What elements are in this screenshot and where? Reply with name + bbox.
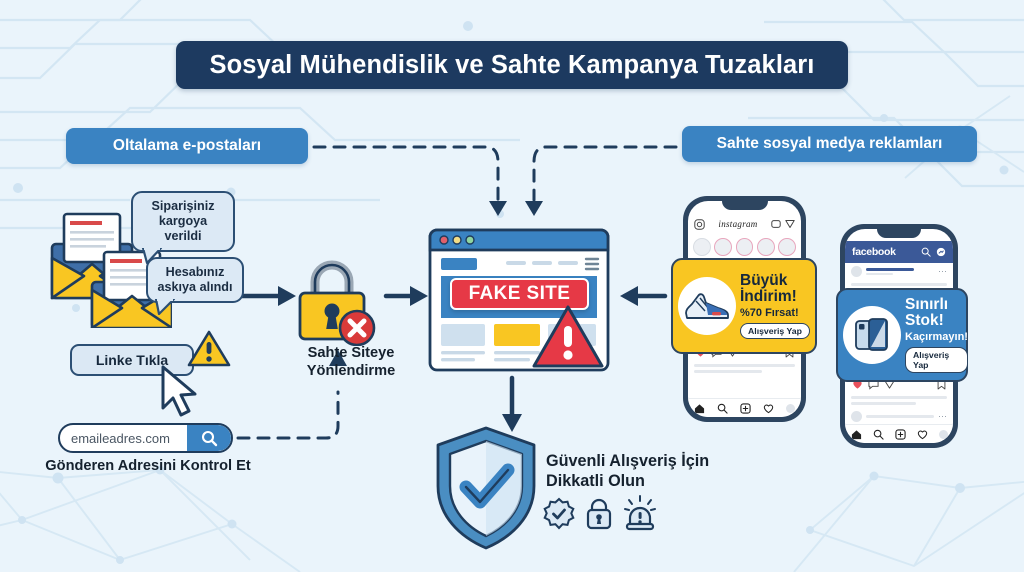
heart-icon[interactable] (763, 403, 774, 414)
story-item[interactable] (735, 238, 754, 256)
profile-avatar[interactable] (938, 429, 948, 439)
search-icon[interactable] (717, 403, 728, 414)
smartphone-icon (843, 306, 901, 364)
click-link-button[interactable]: Linke Tıkla (70, 344, 194, 376)
home-icon[interactable] (851, 429, 862, 440)
ad-headline-line2: İndirim! (740, 287, 797, 305)
story-item[interactable] (756, 238, 775, 256)
mouse-cursor-icon (161, 365, 197, 417)
padlock-icon (586, 498, 612, 530)
sender-address-caption: Gönderen Adresini Kontrol Et (38, 458, 258, 476)
section-label-fake-social-ads-text: Sahte sosyal medya reklamları (716, 135, 943, 152)
facebook-app-header: facebook (845, 241, 953, 263)
redirect-caption: Sahte Siteye Yönlendirme (270, 345, 432, 381)
post-header: ··· (845, 408, 953, 425)
heart-icon[interactable] (917, 429, 928, 440)
sneaker-icon (678, 277, 736, 335)
redirect-caption-text: Sahte Siteye Yönlendirme (306, 345, 396, 379)
phishing-message-bubble-1-text: Siparişiniz kargoya verildi (151, 199, 215, 243)
sender-address-value: emaileadres.com (71, 430, 170, 446)
page-title: Sosyal Mühendislik ve Sahte Kampanya Tuz… (176, 41, 848, 89)
fake-site-banner: FAKE SITE (450, 278, 589, 310)
safety-caption-line1: Güvenli Alışveriş İçin (546, 452, 710, 470)
story-item[interactable] (778, 238, 796, 256)
padlock-icon (298, 260, 376, 346)
camera-icon (694, 218, 705, 230)
phishing-message-bubble-1: Siparişiniz kargoya verildi (131, 191, 235, 264)
story-item[interactable] (714, 238, 733, 256)
ad-cta-button[interactable]: Alışveriş Yap (905, 346, 968, 373)
safety-caption-line2: Dikkatli Olun (546, 471, 645, 490)
phishing-message-bubble-2-text: Hesabınız askıya alındı (157, 265, 233, 294)
profile-avatar[interactable] (786, 403, 795, 413)
ad-headline-line1: Büyük (740, 272, 788, 290)
instagram-app-header: instagram (688, 214, 801, 234)
home-icon[interactable] (694, 403, 705, 414)
messenger-icon[interactable] (936, 247, 946, 257)
post-header: ··· (845, 263, 953, 280)
click-link-button-label: Linke Tıkla (95, 352, 169, 368)
warning-triangle-icon (187, 330, 231, 367)
facebook-logo: facebook (852, 246, 896, 258)
ad-headline-line2: Stok! (905, 311, 944, 329)
red-warning-triangle-icon (532, 305, 604, 368)
sender-address-caption-text: Gönderen Adresini Kontrol Et (45, 458, 251, 474)
facebook-bottom-nav (845, 424, 953, 443)
ad-subtext: %70 Fırsat! (740, 306, 799, 319)
ad-subtext: Kaçırmayın! (905, 330, 968, 343)
add-post-icon[interactable] (894, 428, 906, 440)
story-item[interactable] (693, 238, 711, 256)
fake-site-banner-text: FAKE SITE (468, 283, 571, 304)
instagram-fake-ad-card[interactable]: Büyük İndirim! %70 Fırsat! Alışveriş Yap (671, 258, 817, 354)
safety-caption: Güvenli Alışveriş İçin Dikkatli Olun (546, 452, 776, 492)
facebook-fake-ad-card[interactable]: Sınırlı Stok! Kaçırmayın! Alışveriş Yap (836, 288, 968, 382)
alarm-siren-icon (624, 495, 656, 531)
shield-check-icon (436, 426, 536, 550)
section-label-phishing-emails: Oltalama e-postaları (66, 128, 308, 164)
ad-cta-button[interactable]: Alışveriş Yap (740, 322, 810, 339)
add-post-icon[interactable] (740, 402, 751, 414)
ad-headline-line1: Sınırlı (905, 296, 949, 314)
heart-icon[interactable] (852, 379, 863, 390)
instagram-logo: instagram (718, 219, 758, 229)
page-title-text: Sosyal Mühendislik ve Sahte Kampanya Tuz… (209, 50, 815, 79)
search-icon[interactable] (187, 425, 231, 451)
avatar (851, 266, 862, 277)
sender-address-input[interactable]: emaileadres.com (58, 423, 233, 453)
verified-badge-icon (543, 497, 575, 530)
send-icon[interactable] (785, 219, 795, 229)
section-label-phishing-emails-text: Oltalama e-postaları (112, 137, 262, 154)
search-icon[interactable] (873, 429, 884, 440)
section-label-fake-social-ads: Sahte sosyal medya reklamları (682, 126, 977, 162)
instagram-bottom-nav (688, 398, 801, 417)
phishing-message-bubble-2: Hesabınız askıya alındı (146, 257, 244, 315)
messenger-icon[interactable] (771, 219, 781, 229)
instagram-stories-row (688, 234, 801, 258)
avatar (851, 411, 862, 422)
search-icon[interactable] (921, 247, 931, 257)
